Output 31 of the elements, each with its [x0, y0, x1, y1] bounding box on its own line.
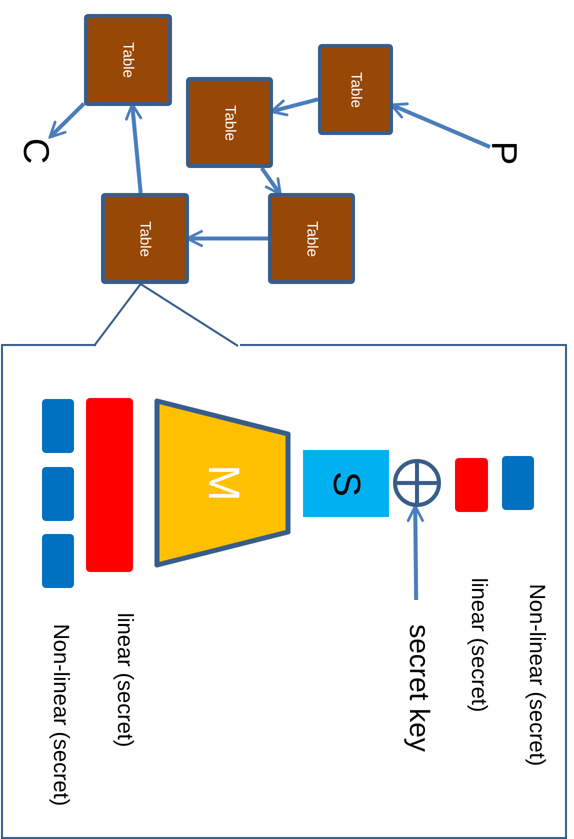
- callout-panel: [1, 346, 567, 839]
- table-box: [101, 193, 189, 284]
- layer-bar: [455, 458, 488, 512]
- callout-line: [93, 283, 239, 347]
- letter-label: C: [18, 138, 54, 164]
- bar-caption: linear (secret): [468, 578, 490, 712]
- table-label: Table: [138, 220, 152, 256]
- secret-key-label: secret key: [405, 624, 433, 752]
- arrow: [48, 102, 86, 139]
- table-label: Table: [348, 72, 363, 108]
- arrow: [260, 166, 282, 196]
- layer-bar: [42, 399, 74, 453]
- table-box: [186, 77, 273, 168]
- arrow: [406, 504, 424, 600]
- table-box: [84, 14, 172, 106]
- bar-caption: Non-linear (secret): [526, 584, 548, 766]
- table-label: Table: [222, 104, 237, 140]
- table-box: [318, 44, 393, 135]
- layer-bar: [502, 456, 534, 510]
- layer-bar: [42, 534, 74, 588]
- bar-caption: Non-linear (secret): [50, 624, 72, 806]
- block-label: M: [200, 464, 244, 502]
- table-box: [268, 193, 355, 284]
- s-box: [303, 450, 389, 517]
- letter-label: P: [486, 141, 522, 165]
- table-label: Table: [120, 42, 136, 78]
- s-box-label: S: [327, 470, 365, 496]
- table-label: Table: [304, 220, 319, 256]
- bar-caption: linear (secret): [114, 612, 136, 748]
- layer-bar: [86, 398, 133, 572]
- layer-bar: [42, 467, 74, 521]
